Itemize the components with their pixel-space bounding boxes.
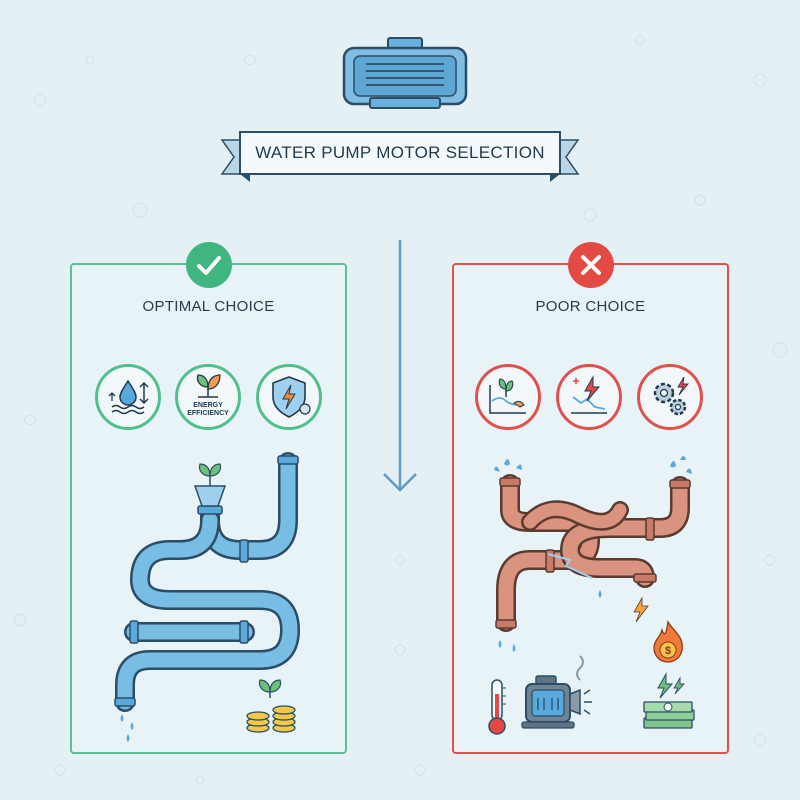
optimal-choice-title: OPTIMAL CHOICE (142, 298, 275, 315)
power-drop-icon (556, 364, 622, 430)
overheating-motor-icon (521, 655, 592, 729)
efficiency-label: EFFICIENCY (187, 410, 229, 417)
poor-choice-title: POOR CHOICE (535, 298, 646, 315)
energy-label: ENERGY (193, 402, 223, 409)
energy-efficiency-icon: ENERGY EFFICIENCY (175, 364, 241, 430)
page-title: WATER PUMP MOTOR SELECTION (255, 143, 545, 162)
savings-coins-icon (246, 679, 296, 733)
shield-icon (256, 364, 322, 430)
rising-cost-flame-icon: $ (653, 620, 683, 663)
money-bill-icon (643, 672, 695, 729)
gears-icon (637, 364, 703, 430)
svg-text:$: $ (665, 645, 671, 657)
wilting-plant-icon (475, 364, 541, 430)
thermometer-icon (488, 679, 506, 735)
checkmark-badge (186, 242, 232, 288)
pump-motor-icon (342, 37, 468, 109)
close-icon (581, 255, 601, 275)
cross-badge (568, 242, 614, 288)
down-arrow-icon (383, 240, 417, 492)
checkmark-icon (197, 256, 221, 275)
efficient-pipe-system (114, 452, 301, 742)
tangled-pipe-system (494, 456, 692, 652)
title-ribbon (220, 131, 580, 182)
water-flow-icon (95, 364, 161, 430)
